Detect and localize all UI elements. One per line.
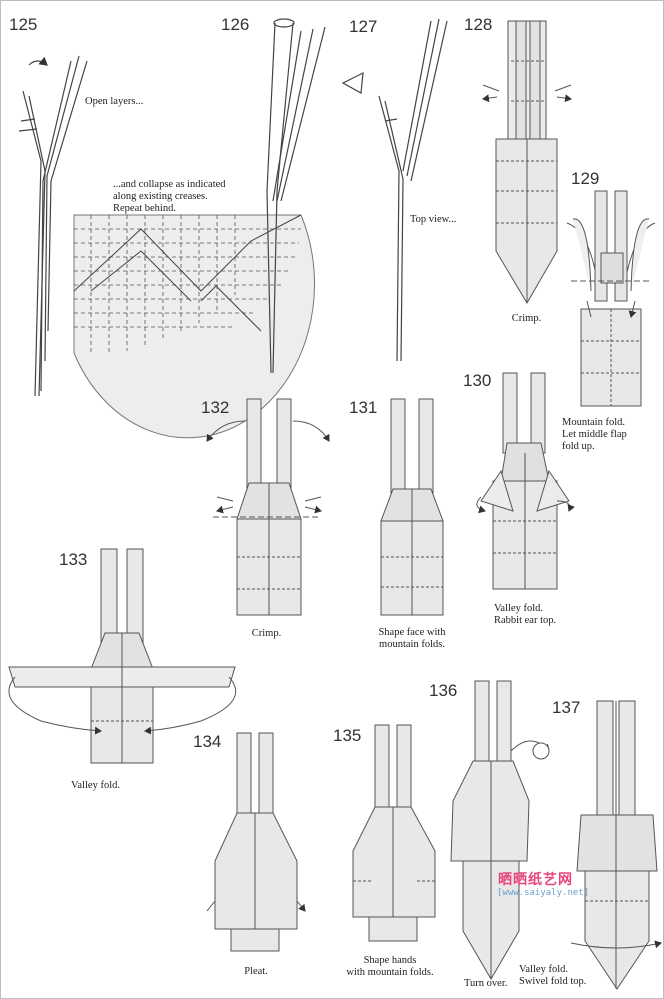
step-number-131: 131 xyxy=(349,398,378,417)
caption-valley-133: Valley fold. xyxy=(71,780,120,791)
model-129 xyxy=(566,190,656,407)
step-number-130: 130 xyxy=(463,371,492,390)
step-number-133: 133 xyxy=(59,550,88,569)
caption-open-layers: Open layers... xyxy=(85,96,144,107)
model-131 xyxy=(380,398,444,616)
caption-mountain-129: Mountain fold. Let middle flap fold up. xyxy=(562,417,627,452)
model-126 xyxy=(266,18,326,374)
watermark-url: [www.saiyaly.net] xyxy=(497,888,590,898)
step-number-125: 125 xyxy=(9,15,38,34)
model-134 xyxy=(206,732,305,952)
model-136 xyxy=(450,680,550,980)
caption-crimp-132: Crimp. xyxy=(251,628,282,639)
caption-top-view: Top view... xyxy=(410,214,457,225)
step-number-136: 136 xyxy=(429,681,458,700)
caption-turn-over-136: Turn over. xyxy=(464,978,508,989)
model-127 xyxy=(341,18,448,362)
model-132 xyxy=(206,398,330,616)
caption-shape-face-131: Shape face with mountain folds. xyxy=(378,627,446,650)
model-137 xyxy=(570,700,662,990)
caption-valley-137: Valley fold. Swivel fold top. xyxy=(519,964,587,987)
caption-pleat-134: Pleat. xyxy=(244,966,268,977)
step-number-135: 135 xyxy=(333,726,362,745)
caption-collapse: ...and collapse as indicated along exist… xyxy=(113,179,226,214)
model-125 xyxy=(18,55,88,397)
step-number-127: 127 xyxy=(349,17,378,36)
model-133 xyxy=(8,548,237,764)
model-130 xyxy=(476,372,575,590)
watermark-logo: 晒晒纸艺网 xyxy=(498,872,573,888)
model-128 xyxy=(483,20,571,304)
step-number-134: 134 xyxy=(193,732,222,751)
caption-valley-130: Valley fold. Rabbit ear top. xyxy=(494,603,557,626)
step-number-137: 137 xyxy=(552,698,581,717)
step-number-128: 128 xyxy=(464,15,493,34)
step-number-129: 129 xyxy=(571,169,600,188)
caption-crimp-128: Crimp. xyxy=(511,313,542,324)
step-number-126: 126 xyxy=(221,15,250,34)
step-number-132: 132 xyxy=(201,398,230,417)
caption-shape-hands-135: Shape hands with mountain folds. xyxy=(346,955,434,978)
model-135 xyxy=(352,724,436,942)
